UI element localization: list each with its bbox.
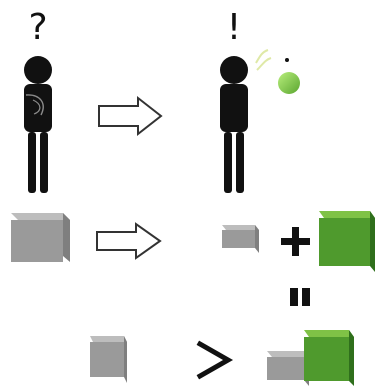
top-arrow-icon	[98, 95, 163, 137]
thinking-person-icon	[24, 56, 52, 193]
greater-than-sign-icon	[196, 340, 234, 380]
gray-cube-icon	[11, 213, 70, 262]
equals-sign-icon	[290, 288, 310, 306]
exclamation-mark-symbol: !	[227, 7, 241, 48]
combined-cube-icon	[267, 330, 354, 386]
lightbulb-icon	[255, 49, 300, 94]
bottom-gray-cube-icon	[90, 336, 127, 383]
middle-arrow-icon	[96, 222, 162, 260]
question-mark-symbol: ?	[28, 7, 47, 48]
plus-sign-icon	[281, 227, 310, 256]
small-gray-cube-icon	[222, 225, 259, 253]
green-cube-icon	[319, 211, 375, 272]
exclaiming-person-icon	[220, 56, 248, 193]
